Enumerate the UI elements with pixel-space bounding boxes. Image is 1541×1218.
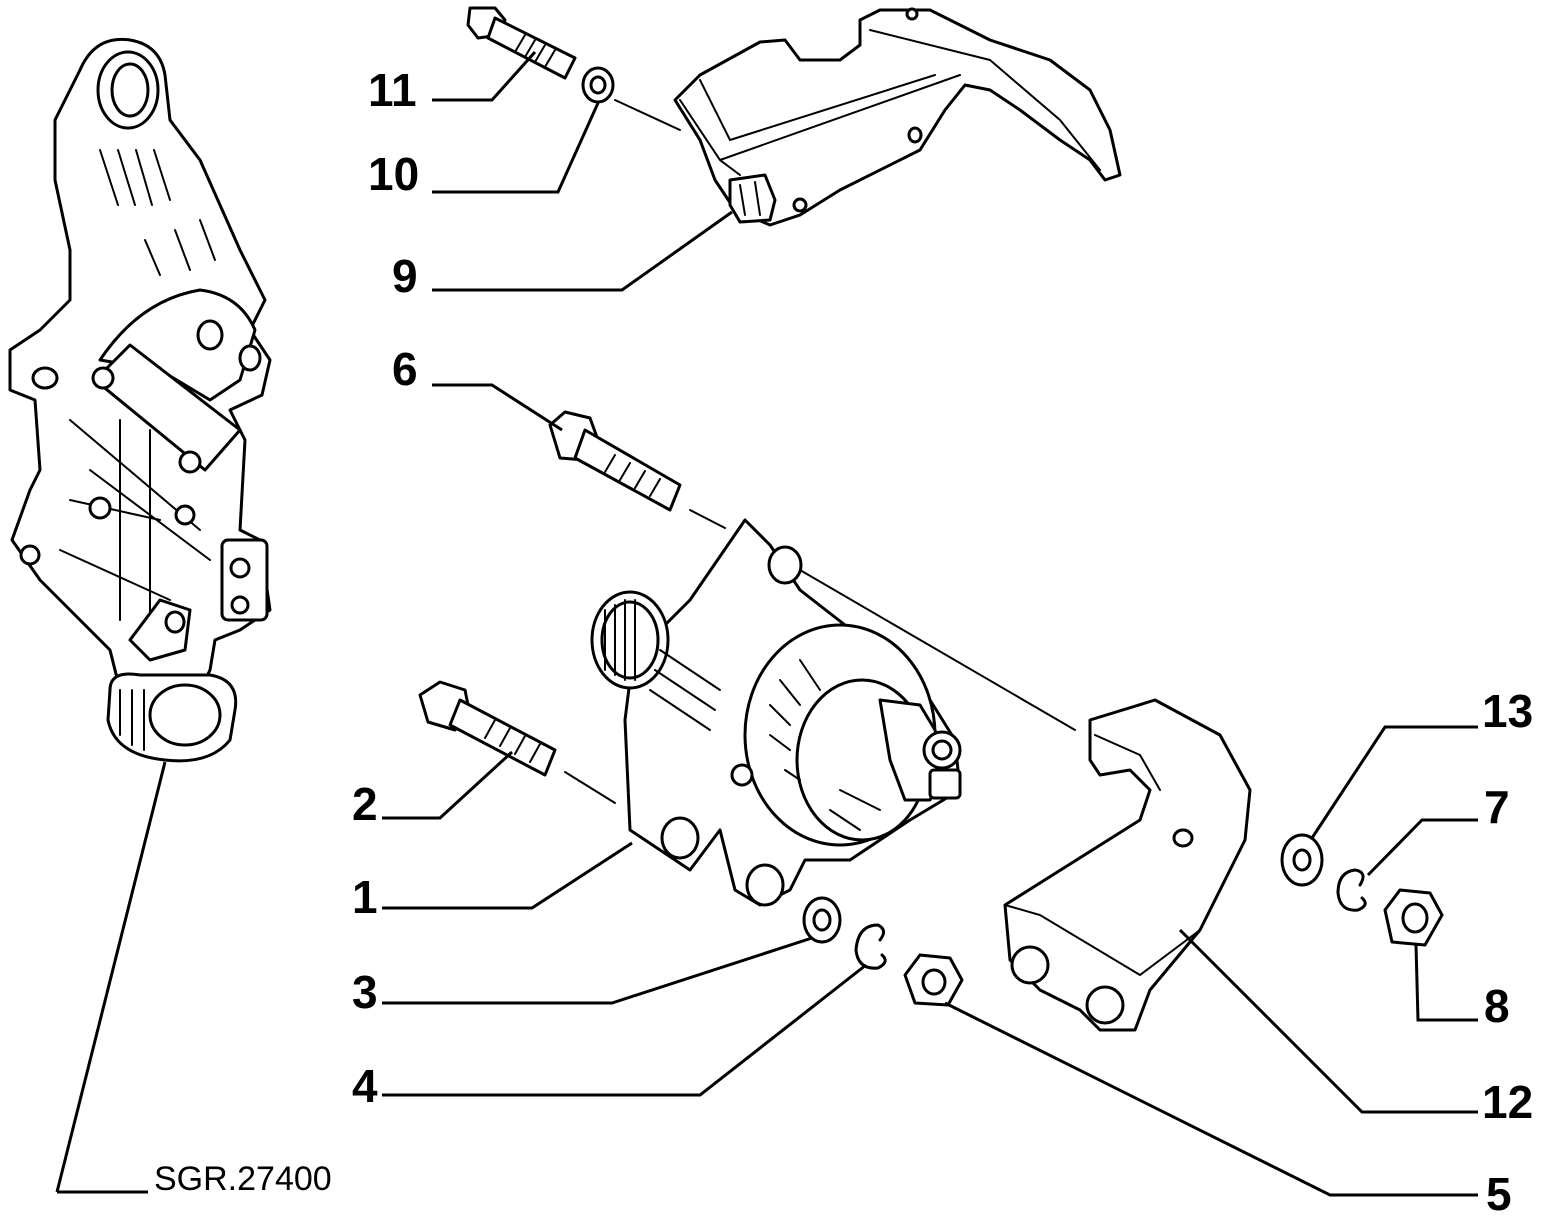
- callout-1: 1: [352, 871, 378, 923]
- callout-6: 6: [392, 343, 418, 395]
- callout-labels: 11 10 9 6 2 1 3 4 13 7 8 12 5 SGR.27400: [154, 64, 1533, 1218]
- callout-8: 8: [1484, 980, 1510, 1032]
- assembly-axis-lines: [564, 99, 1076, 804]
- leader-lines: [55, 50, 1478, 1197]
- spring-washer-7: [1336, 868, 1367, 912]
- callout-9: 9: [392, 250, 418, 302]
- callout-5: 5: [1486, 1168, 1512, 1213]
- washer-3: [802, 896, 842, 944]
- callout-2: 2: [352, 778, 378, 830]
- callout-4: 4: [352, 1060, 378, 1112]
- reference-code: SGR.27400: [154, 1160, 332, 1198]
- callout-3: 3: [352, 966, 378, 1018]
- alternator-cover-shield: [673, 7, 1122, 227]
- callout-11: 11: [368, 64, 417, 116]
- callout-10: 10: [368, 148, 419, 200]
- callout-7: 7: [1484, 781, 1510, 833]
- washer-13: [1280, 833, 1324, 887]
- engine-mounting-bracket: [8, 37, 272, 763]
- bolt-11: [466, 6, 577, 80]
- callout-12: 12: [1482, 1076, 1533, 1128]
- nut-8: [1383, 888, 1444, 947]
- bolt-2: [418, 680, 557, 777]
- bolt-6: [548, 410, 682, 512]
- washer-10: [581, 66, 615, 104]
- support-bracket-12: [1003, 698, 1252, 1032]
- callout-13: 13: [1482, 685, 1533, 737]
- spring-washer-4: [854, 923, 887, 970]
- nut-5: [903, 953, 964, 1007]
- alternator: [590, 518, 962, 907]
